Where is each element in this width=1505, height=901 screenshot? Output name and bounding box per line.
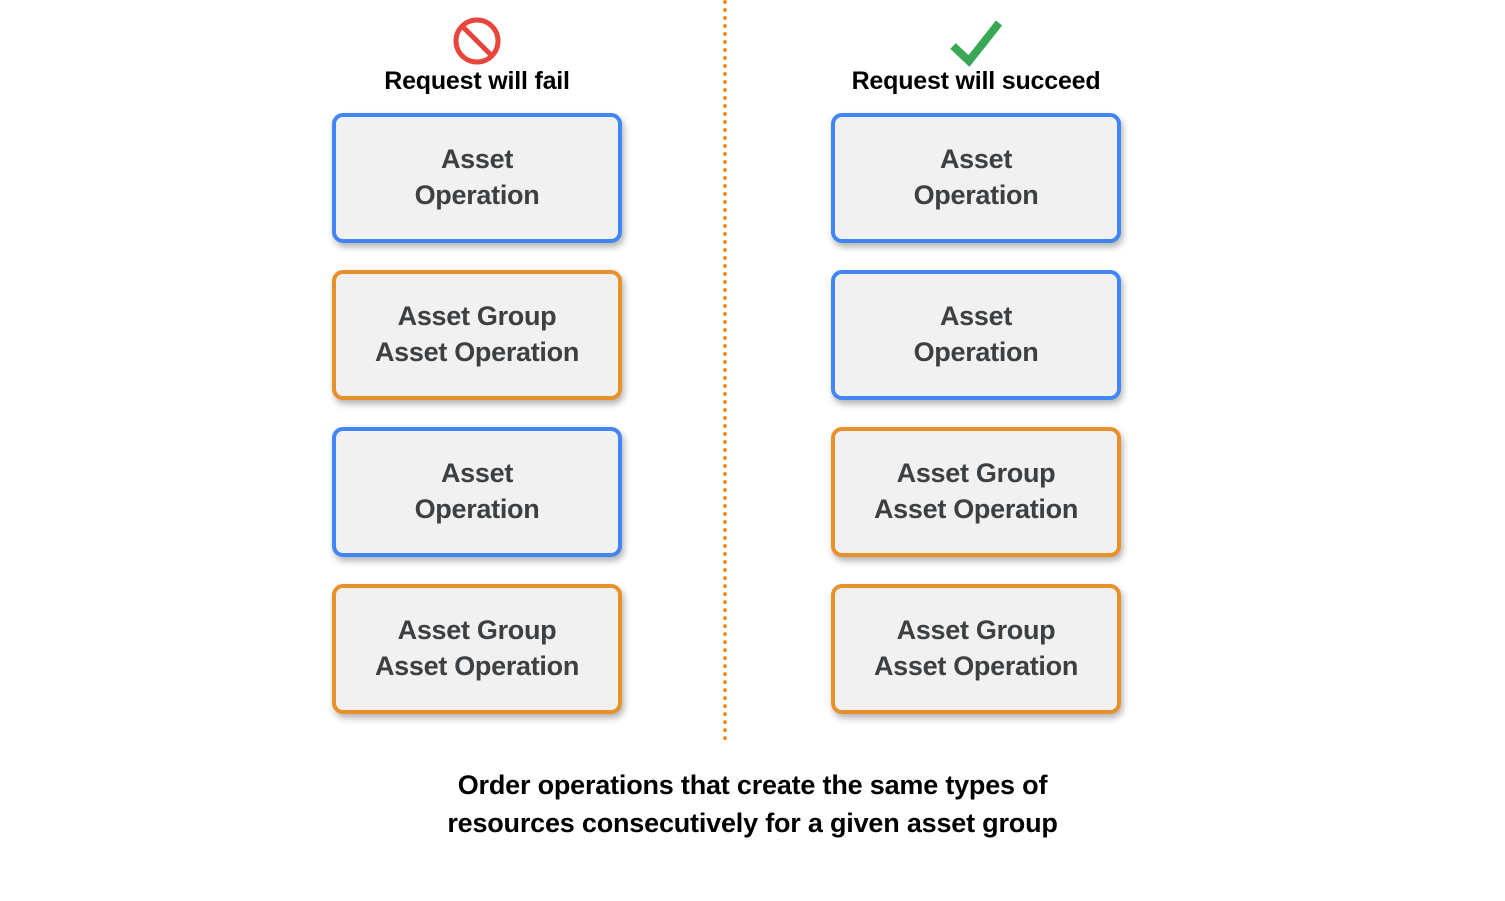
- column-succeed-label: Request will succeed: [851, 67, 1101, 95]
- column-fail-header: Request will fail: [332, 0, 622, 100]
- column-succeed-header: Request will succeed: [831, 0, 1121, 100]
- column-succeed-card-stack: Asset Operation Asset Operation Asset Gr…: [831, 113, 1121, 741]
- card-asset-group-asset-operation[interactable]: Asset Group Asset Operation: [332, 270, 622, 400]
- card-asset-operation[interactable]: Asset Operation: [831, 113, 1121, 243]
- card-line-1: Asset: [939, 144, 1013, 175]
- caption-line-2: resources consecutively for a given asse…: [447, 808, 1058, 839]
- column-fail-label: Request will fail: [384, 67, 570, 95]
- card-asset-operation[interactable]: Asset Operation: [332, 427, 622, 557]
- checkmark-icon: [944, 15, 1008, 67]
- card-line-2: Operation: [414, 494, 540, 524]
- card-line-1: Asset: [440, 144, 514, 175]
- diagram-caption: Order operations that create the same ty…: [0, 766, 1505, 843]
- card-line-2: Operation: [913, 180, 1039, 210]
- card-line-2: Asset Operation: [873, 651, 1079, 681]
- prohibition-icon: [451, 15, 503, 67]
- card-asset-group-asset-operation[interactable]: Asset Group Asset Operation: [332, 584, 622, 714]
- card-line-1: Asset Group: [896, 458, 1056, 489]
- card-line-2: Asset Operation: [873, 494, 1079, 524]
- column-divider: [723, 0, 727, 741]
- card-line-2: Asset Operation: [374, 337, 580, 367]
- card-line-2: Asset Operation: [374, 651, 580, 681]
- card-asset-operation[interactable]: Asset Operation: [831, 270, 1121, 400]
- card-line-1: Asset Group: [896, 615, 1056, 646]
- card-line-1: Asset Group: [397, 301, 557, 332]
- card-line-1: Asset: [939, 301, 1013, 332]
- column-succeed: Request will succeed Asset Operation Ass…: [831, 0, 1121, 714]
- column-fail: Request will fail Asset Operation Asset …: [332, 0, 622, 714]
- card-line-2: Operation: [414, 180, 540, 210]
- card-line-1: Asset Group: [397, 615, 557, 646]
- card-asset-operation[interactable]: Asset Operation: [332, 113, 622, 243]
- caption-line-1: Order operations that create the same ty…: [457, 770, 1048, 800]
- card-line-2: Operation: [913, 337, 1039, 367]
- card-line-1: Asset: [440, 458, 514, 489]
- card-asset-group-asset-operation[interactable]: Asset Group Asset Operation: [831, 584, 1121, 714]
- column-fail-card-stack: Asset Operation Asset Group Asset Operat…: [332, 113, 622, 741]
- card-asset-group-asset-operation[interactable]: Asset Group Asset Operation: [831, 427, 1121, 557]
